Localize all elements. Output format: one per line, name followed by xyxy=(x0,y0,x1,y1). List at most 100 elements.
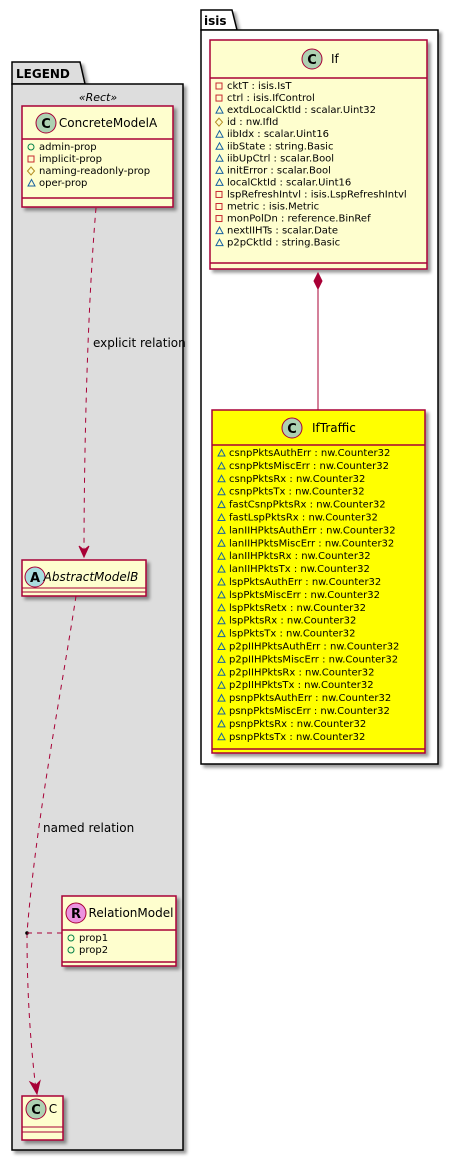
class-kind-letter: R xyxy=(71,907,81,922)
class-member: p2pIIHPktsMiscErr : nw.Counter32 xyxy=(217,654,398,665)
legend-package-tab xyxy=(11,61,86,85)
member-text: prop1 xyxy=(79,933,108,944)
package-visibility-icon xyxy=(217,487,226,496)
composition-relation xyxy=(313,271,323,410)
relation-circle-icon xyxy=(65,902,87,924)
member-text: iibIdx : scalar.Uint16 xyxy=(227,129,329,140)
member-text: admin-prop xyxy=(39,142,97,153)
class-kind-letter: A xyxy=(30,571,40,586)
package-visibility-icon xyxy=(217,448,226,457)
package-visibility-icon xyxy=(217,590,226,599)
member-text: psnpPktsMiscErr : nw.Counter32 xyxy=(229,706,390,717)
member-text: fastLspPktsRx : nw.Counter32 xyxy=(229,513,378,524)
class-name: If xyxy=(331,52,340,66)
class-kind-letter: C xyxy=(31,1103,41,1118)
package-visibility-icon xyxy=(217,706,226,715)
class-member: psnpPktsTx : nw.Counter32 xyxy=(217,732,365,743)
member-text: lspPktsAuthErr : nw.Counter32 xyxy=(229,577,381,588)
member-text: extdLocalCktId : scalar.Uint32 xyxy=(227,105,376,116)
class-member: lspRefreshIntvl : isis.LspRefreshIntvl xyxy=(215,189,407,200)
class-member: csnpPktsRx : nw.Counter32 xyxy=(217,474,365,485)
package-visibility-icon xyxy=(217,641,226,650)
public-visibility-icon xyxy=(27,143,35,151)
relation-line xyxy=(83,207,97,557)
member-text: metric : isis.Metric xyxy=(227,202,319,213)
member-text: lspRefreshIntvl : isis.LspRefreshIntvl xyxy=(227,189,407,200)
class-c: C C xyxy=(21,1095,64,1141)
class-member: lspPktsAuthErr : nw.Counter32 xyxy=(217,577,381,588)
member-text: localCktId : scalar.Uint16 xyxy=(227,177,351,188)
member-text: p2pCktId : string.Basic xyxy=(227,238,340,249)
member-text: ctrl : isis.IfControl xyxy=(227,93,315,104)
class-member: oper-prop xyxy=(27,178,87,189)
class-member: csnpPktsTx : nw.Counter32 xyxy=(217,487,365,498)
member-text: lspPktsMiscErr : nw.Counter32 xyxy=(229,590,380,601)
member-text: iibUpCtrl : scalar.Bool xyxy=(227,153,334,164)
class-member: initError : scalar.Bool xyxy=(215,165,331,176)
protected-visibility-icon xyxy=(214,117,224,127)
class-iftraffic: C IfTraffic csnpPktsAuthErr : nw.Counter… xyxy=(211,409,426,754)
class-member: ctrl : isis.IfControl xyxy=(215,93,315,104)
protected-visibility-icon xyxy=(26,166,36,176)
isis-package-title: isis xyxy=(204,14,227,28)
member-text: fastCsnpPktsRx : nw.Counter32 xyxy=(229,500,386,511)
class-member: lanIIHPktsAuthErr : nw.Counter32 xyxy=(217,525,396,536)
private-visibility-icon xyxy=(215,203,223,210)
package-visibility-icon xyxy=(217,577,226,586)
package-visibility-icon xyxy=(215,105,224,114)
member-text: csnpPktsAuthErr : nw.Counter32 xyxy=(229,448,390,459)
package-visibility-icon xyxy=(215,177,224,186)
package-visibility-icon xyxy=(215,226,224,235)
class-member: iibUpCtrl : scalar.Bool xyxy=(215,153,334,164)
class-member: iibState : string.Basic xyxy=(215,141,333,152)
class-concrete-model-a: C ConcreteModelA admin-propimplicit-prop… xyxy=(21,105,174,208)
package-visibility-icon xyxy=(217,564,226,573)
public-visibility-icon xyxy=(67,946,75,954)
class-member: lspPktsMiscErr : nw.Counter32 xyxy=(217,590,380,601)
class-name: AbstractModelB xyxy=(43,570,139,584)
package-visibility-icon xyxy=(215,238,224,247)
member-text: nextIIHTs : scalar.Date xyxy=(227,226,338,237)
member-text: csnpPktsTx : nw.Counter32 xyxy=(229,487,365,498)
class-member: prop2 xyxy=(67,945,108,956)
class-circle-icon xyxy=(281,417,303,439)
explicit-relation: explicit relation xyxy=(78,207,186,559)
member-text: cktT : isis.IsT xyxy=(227,81,292,92)
package-visibility-icon xyxy=(217,629,226,638)
member-text: lanIIHPktsAuthErr : nw.Counter32 xyxy=(229,525,396,536)
package-visibility-icon xyxy=(217,732,226,741)
arrow-head-icon xyxy=(78,545,90,559)
relation-label: named relation xyxy=(43,821,134,835)
class-name: IfTraffic xyxy=(312,421,356,435)
member-text: naming-readonly-prop xyxy=(39,166,150,177)
class-member: lspPktsRx : nw.Counter32 xyxy=(217,616,356,627)
public-visibility-icon xyxy=(67,934,75,942)
class-member: lspPktsRetx : nw.Counter32 xyxy=(217,603,366,614)
class-abstract-model-b: A AbstractModelB xyxy=(21,559,147,597)
class-kind-letter: C xyxy=(307,53,317,68)
arrow-head-icon xyxy=(28,1079,41,1096)
package-visibility-icon xyxy=(217,667,226,676)
member-text: iibState : string.Basic xyxy=(227,141,333,152)
class-member: metric : isis.Metric xyxy=(215,202,319,213)
package-visibility-icon xyxy=(215,141,224,150)
member-text: p2pIIHPktsMiscErr : nw.Counter32 xyxy=(229,654,398,665)
member-text: psnpPktsRx : nw.Counter32 xyxy=(229,719,366,730)
package-visibility-icon xyxy=(217,461,226,470)
package-visibility-icon xyxy=(217,500,226,509)
class-member: admin-prop xyxy=(27,142,97,153)
class-circle-icon xyxy=(301,48,323,70)
package-visibility-icon xyxy=(217,693,226,702)
member-text: oper-prop xyxy=(39,178,87,189)
package-visibility-icon xyxy=(217,512,226,521)
class-kind-letter: C xyxy=(41,117,51,132)
legend-package: LEGEND «Rect» xyxy=(11,61,184,1151)
class-member: lanIIHPktsMiscErr : nw.Counter32 xyxy=(217,538,394,549)
relation-line xyxy=(26,595,77,934)
package-visibility-icon xyxy=(217,603,226,612)
